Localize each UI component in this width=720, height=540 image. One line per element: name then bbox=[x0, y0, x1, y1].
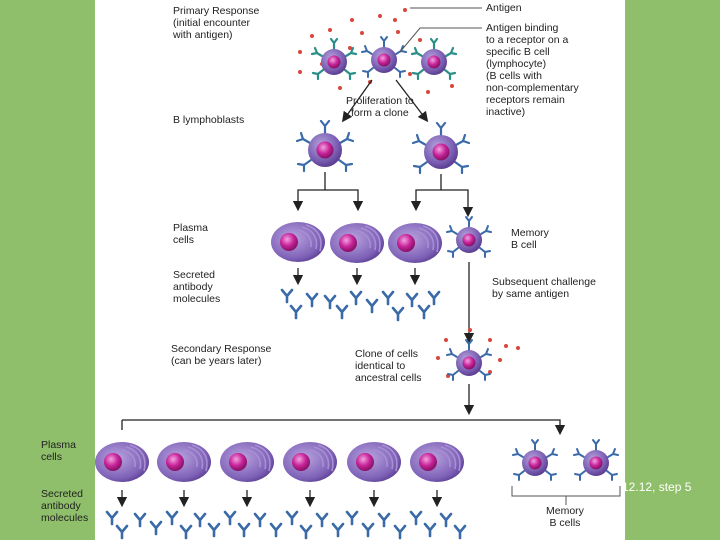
label-primary-response: Primary Response (initial encounter with… bbox=[173, 5, 260, 41]
memory-b-cell bbox=[446, 216, 492, 258]
label-memory-b-cell: Memory B cell bbox=[511, 227, 549, 251]
leader-lines bbox=[399, 7, 482, 53]
memory-bracket bbox=[511, 486, 621, 505]
secretion-arrows-top bbox=[292, 262, 475, 344]
label-proliferation: Proliferation to form a clone bbox=[346, 95, 414, 119]
label-clone-identical: Clone of cells identical to ancestral ce… bbox=[355, 348, 422, 384]
b-lymphoblasts bbox=[295, 119, 471, 175]
antibodies-top bbox=[280, 288, 441, 322]
label-memory-b-cells: Memory B cells bbox=[546, 505, 584, 529]
label-antigen: Antigen bbox=[486, 2, 522, 14]
label-b-lymphoblasts: B lymphoblasts bbox=[173, 114, 245, 126]
naive-b-cells bbox=[310, 36, 458, 81]
proliferation-arrows bbox=[341, 79, 429, 123]
figure-caption: e 12.12, step 5 bbox=[612, 480, 692, 494]
label-plasma-cells-top: Plasma cells bbox=[173, 222, 209, 246]
branch-connectors-bottom bbox=[121, 384, 560, 430]
label-antigen-binding: Antigen binding to a receptor on a speci… bbox=[486, 22, 579, 118]
plasma-cells-top bbox=[270, 221, 443, 264]
label-secreted-top: Secreted antibody molecules bbox=[173, 269, 221, 305]
memory-b-cells bbox=[512, 439, 619, 481]
plasma-cells-bottom bbox=[94, 441, 465, 483]
label-secondary-response: Secondary Response (can be years later) bbox=[171, 343, 272, 367]
secretion-arrows-bottom bbox=[116, 490, 443, 508]
antibodies-bottom bbox=[105, 510, 467, 540]
branch-connectors bbox=[292, 172, 474, 218]
label-subsequent-challenge: Subsequent challenge by same antigen bbox=[492, 276, 596, 300]
label-plasma-cells-bottom: Plasma cells bbox=[41, 439, 77, 463]
clone-b-cell bbox=[446, 339, 492, 381]
label-secreted-bottom: Secreted antibody molecules bbox=[41, 488, 89, 524]
